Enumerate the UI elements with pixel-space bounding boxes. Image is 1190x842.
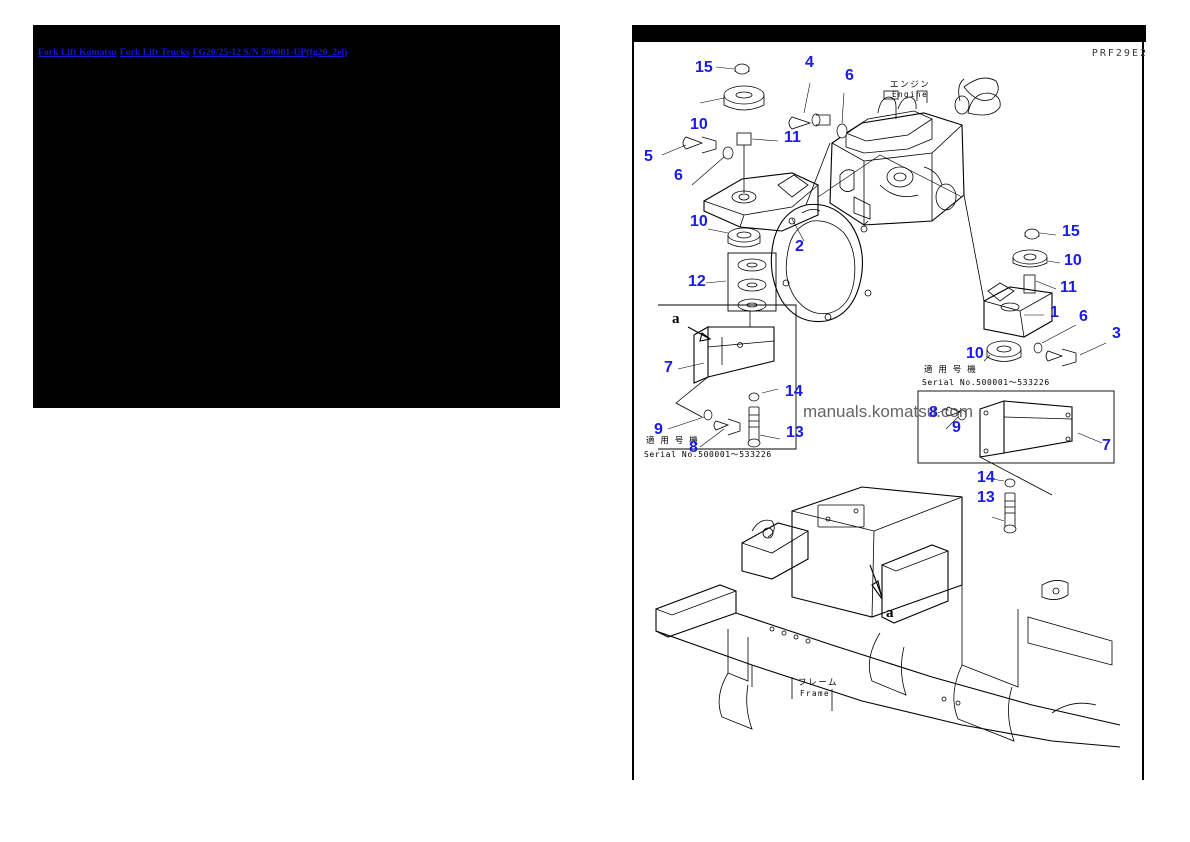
parts-diagram-panel: PRF29E2 エンジン Engine — [632, 25, 1146, 782]
callout-number[interactable]: 1 — [1050, 304, 1059, 321]
callout-number[interactable]: 11 — [784, 129, 801, 146]
callout-number[interactable]: 6 — [674, 167, 683, 184]
callout-number[interactable]: 3 — [1112, 325, 1121, 342]
breadcrumb: Fork Lift Komatsu Fork Lift Trucks FG20/… — [38, 47, 348, 59]
serial-note-right: 適 用 号 機 Serial No.500001〜533226 — [922, 364, 1050, 387]
serial-label-en-left: Serial No.500001〜533226 — [644, 450, 772, 459]
content-panel: Fork Lift Komatsu Fork Lift Trucks FG20/… — [33, 25, 560, 408]
callout-number[interactable]: 8 — [689, 439, 698, 456]
callout-number[interactable]: 4 — [805, 54, 814, 71]
callout-number[interactable]: 6 — [845, 67, 854, 84]
breadcrumb-link-fork-lift-trucks[interactable]: Fork Lift Trucks — [119, 48, 190, 58]
callout-number[interactable]: 10 — [690, 116, 708, 133]
callout-number[interactable]: 10 — [1064, 252, 1082, 269]
engine-label-jp: エンジン — [890, 80, 930, 90]
right-mount-parts — [963, 194, 1107, 367]
left-mount-parts — [661, 63, 963, 312]
detail-marker-a-left: a — [672, 311, 680, 327]
engine-label-en: Engine — [892, 90, 928, 99]
callout-number[interactable]: 15 — [695, 59, 713, 76]
callout-number[interactable]: 14 — [977, 469, 995, 486]
frame-label-jp: フレーム — [798, 678, 838, 688]
callout-number[interactable]: 15 — [1062, 223, 1080, 240]
callout-number[interactable]: 8 — [929, 404, 938, 421]
callout-number[interactable]: 10 — [690, 213, 708, 230]
callout-number[interactable]: 13 — [977, 489, 995, 506]
callout-number[interactable]: 12 — [688, 273, 706, 290]
callout-number[interactable]: 7 — [664, 359, 673, 376]
callout-number[interactable]: 10 — [966, 345, 984, 362]
diagram-artwork: エンジン Engine — [644, 54, 1121, 748]
engine-illustration: エンジン Engine — [770, 77, 1001, 323]
watermark: manuals.komatsu.com — [803, 402, 973, 421]
detail-marker-a-frame: a — [886, 605, 894, 621]
callout-number[interactable]: 9 — [952, 419, 961, 436]
serial-label-jp-right: 適 用 号 機 — [924, 364, 977, 375]
detail-box-left: a — [658, 304, 797, 450]
serial-label-en-right: Serial No.500001〜533226 — [922, 378, 1050, 387]
callout-number[interactable]: 5 — [644, 148, 653, 165]
frame-label-en: Frame — [800, 689, 830, 698]
callout-number[interactable]: 13 — [786, 424, 804, 441]
diagram-page-code: PRF29E2 — [1091, 48, 1148, 59]
callout-number[interactable]: 11 — [1060, 279, 1077, 296]
breadcrumb-link-fork-lift-komatsu[interactable]: Fork Lift Komatsu — [38, 48, 117, 58]
callout-number[interactable]: 14 — [785, 383, 803, 400]
serial-label-jp-left: 適 用 号 機 — [646, 435, 699, 446]
diagram-frame — [632, 42, 1144, 780]
frame-illustration: a フレーム Frame — [655, 486, 1121, 748]
diagram-top-bar — [632, 25, 1146, 42]
callout-number[interactable]: 6 — [1079, 308, 1088, 325]
callout-number[interactable]: 9 — [654, 421, 663, 438]
callout-number[interactable]: 7 — [1102, 437, 1111, 454]
breadcrumb-link-model[interactable]: FG20/25-12 S/N 500001-UP(fg20_2el) — [192, 48, 348, 58]
callout-number[interactable]: 2 — [795, 238, 804, 255]
serial-note-left: 適 用 号 機 Serial No.500001〜533226 — [644, 435, 772, 459]
detail-box-right — [917, 390, 1115, 534]
